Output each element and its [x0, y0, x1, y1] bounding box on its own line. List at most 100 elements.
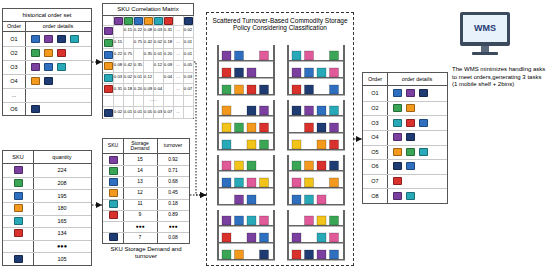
table-cell: 0.18 [163, 40, 173, 45]
table-rule [363, 159, 447, 160]
table-cell: 0.02 [113, 110, 123, 115]
sku-icon [109, 233, 118, 241]
table-cell: 0.01 [153, 52, 163, 57]
table-cell: ●●● [123, 224, 157, 230]
table-cell: 0.04 [153, 87, 163, 92]
sku-icon [154, 17, 163, 25]
storage-bin [330, 140, 339, 149]
table-cell: 0.01 [183, 40, 193, 45]
column-header: Storage Demand [123, 141, 157, 152]
storage-bin [330, 85, 339, 94]
sku-icon [104, 27, 113, 35]
table-rule [103, 106, 193, 107]
storage-bin [222, 123, 231, 132]
storage-bin [330, 233, 339, 242]
sku-icon [57, 63, 66, 71]
shelf-post [287, 210, 289, 260]
table-cell: O1 [363, 90, 387, 96]
table-rule [103, 60, 193, 61]
storage-bin [235, 161, 244, 170]
storage-bin [222, 161, 231, 170]
table-rule [33, 151, 34, 265]
shelf-post [217, 210, 219, 260]
column-header: turnover [157, 143, 189, 149]
storage-bin [305, 161, 314, 170]
table-cell: ... [173, 110, 183, 115]
sku-icon [70, 35, 79, 43]
table-title: SKU Correlation Matrix [103, 6, 193, 13]
table-cell: 0.03 [113, 75, 123, 80]
table-cell: 224 [33, 167, 91, 173]
storage-bin [330, 51, 339, 60]
table-cell: 9 [123, 212, 157, 218]
sku-icon [57, 35, 66, 43]
dotted-arrow [194, 62, 206, 195]
storage-bin [222, 51, 231, 60]
table-cell: 0.42 [143, 40, 153, 45]
table-rule [363, 85, 447, 86]
table-cell: 0.07 [163, 110, 173, 115]
table-rule [193, 16, 194, 118]
sku-icon [393, 177, 402, 185]
sku-icon [109, 211, 118, 219]
table-rule [363, 115, 447, 116]
storage-bin [292, 250, 301, 259]
table-cell: ... [173, 87, 183, 92]
storage-bin [247, 233, 256, 242]
table-cell: 0.01 [133, 75, 143, 80]
storage-bin [247, 178, 256, 187]
storage-bin [247, 68, 256, 77]
sku-icon [109, 167, 118, 175]
table-cell: O6 [363, 163, 387, 169]
table-rule [103, 48, 193, 49]
storage-bin [235, 178, 244, 187]
table-cell: O2 [3, 50, 25, 56]
sku-icon [419, 119, 428, 127]
sku-icon [104, 62, 113, 70]
table-cell: 12 [123, 190, 157, 196]
sku-icon [104, 51, 113, 59]
table-rule [363, 188, 447, 189]
table-rule [363, 145, 447, 146]
storage-bin [260, 233, 269, 242]
storage-bin [260, 106, 269, 115]
storage-bin [305, 123, 314, 132]
storage-bin [260, 85, 269, 94]
storage-bin [247, 216, 256, 225]
dotted-arrow [354, 139, 362, 140]
sku-icon [124, 17, 133, 25]
storage-bin [305, 178, 314, 187]
storage-bin [305, 195, 314, 204]
sku-icon [44, 35, 53, 43]
box-title: Scattered Turnover-Based Commodity Stora… [211, 17, 349, 31]
column-header: Order [3, 23, 25, 29]
table-rule [157, 139, 158, 243]
sku-icon [14, 217, 23, 225]
storage-bin [247, 195, 256, 204]
storage-bin [235, 195, 244, 204]
storage-bin [235, 250, 244, 259]
table-cell: O4 [3, 78, 25, 84]
shelf-post [343, 45, 345, 95]
sku-icon [14, 229, 23, 237]
dotted-arrow [92, 205, 102, 206]
dotted-arrow [92, 62, 102, 63]
storage-bin [292, 233, 301, 242]
shelf-post [217, 45, 219, 95]
table-cell: 0.05 [143, 110, 153, 115]
storage-bin [247, 106, 256, 115]
table-cell: 0.03 [183, 75, 193, 80]
storage-bin [260, 51, 269, 60]
table-cell: ... [173, 52, 183, 57]
sku-icon [57, 49, 66, 57]
storage-bin [247, 85, 256, 94]
table-cell: ... [173, 40, 183, 45]
monitor-frame [460, 12, 510, 46]
shelf-post [343, 100, 345, 150]
table-rule [3, 74, 91, 75]
table-cell: O5 [363, 149, 387, 155]
table-rule [25, 21, 26, 115]
sku-icon [104, 39, 113, 47]
storage-bin [305, 68, 314, 77]
storage-bin [235, 51, 244, 60]
